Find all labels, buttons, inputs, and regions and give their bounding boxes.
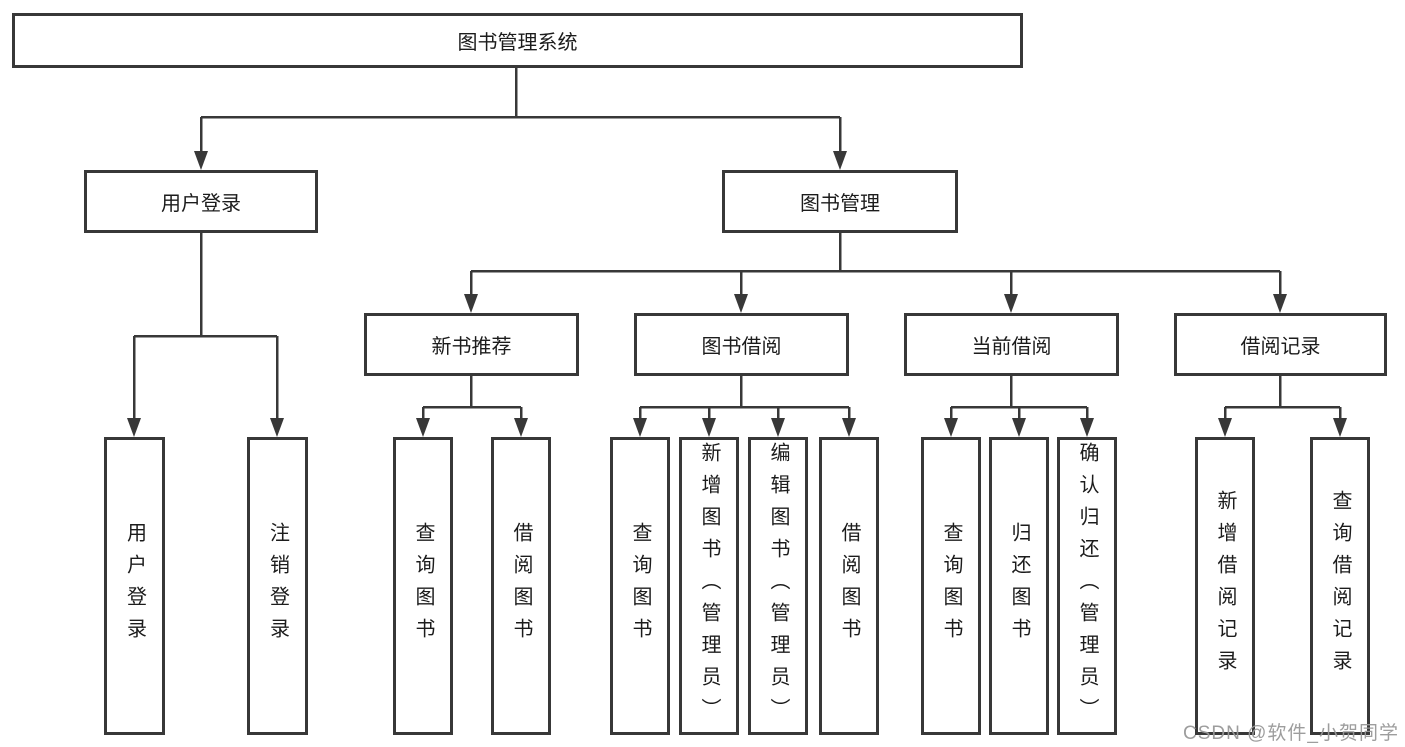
node-book-management: 图书管理 bbox=[722, 170, 958, 233]
node-current-borrow: 当前借阅 bbox=[904, 313, 1119, 376]
leaf-confirm-return-admin: 确认归还（管理员） bbox=[1057, 437, 1117, 735]
leaf-return-book-label: 归还图书 bbox=[1008, 522, 1030, 650]
leaf-confirm-return-admin-label: 确认归还（管理员） bbox=[1076, 442, 1098, 730]
leaf-user-login: 用户登录 bbox=[104, 437, 165, 735]
leaf-return-book: 归还图书 bbox=[989, 437, 1049, 735]
leaf-edit-book-admin-label: 编辑图书（管理员） bbox=[767, 442, 789, 730]
arrowheads bbox=[127, 151, 1347, 437]
leaf-logout: 注销登录 bbox=[247, 437, 308, 735]
leaf-query-books-borrow-label: 查询图书 bbox=[629, 522, 651, 650]
leaf-borrow-books: 借阅图书 bbox=[819, 437, 879, 735]
node-user-login: 用户登录 bbox=[84, 170, 318, 233]
leaf-query-borrow-record-label: 查询借阅记录 bbox=[1329, 490, 1351, 682]
node-borrow-records: 借阅记录 bbox=[1174, 313, 1387, 376]
node-book-borrow: 图书借阅 bbox=[634, 313, 849, 376]
leaf-borrow-books-recommend: 借阅图书 bbox=[491, 437, 551, 735]
leaf-borrow-books-recommend-label: 借阅图书 bbox=[510, 522, 532, 650]
leaf-add-borrow-record-label: 新增借阅记录 bbox=[1214, 490, 1236, 682]
leaf-logout-label: 注销登录 bbox=[266, 522, 289, 650]
leaf-borrow-books-label: 借阅图书 bbox=[838, 522, 860, 650]
leaf-add-book-admin: 新增图书（管理员） bbox=[679, 437, 739, 735]
leaf-query-books-recommend: 查询图书 bbox=[393, 437, 453, 735]
leaf-add-book-admin-label: 新增图书（管理员） bbox=[698, 442, 720, 730]
leaf-query-borrow-record: 查询借阅记录 bbox=[1310, 437, 1370, 735]
leaf-edit-book-admin: 编辑图书（管理员） bbox=[748, 437, 808, 735]
node-library-management-system: 图书管理系统 bbox=[12, 13, 1023, 68]
leaf-query-books-borrow: 查询图书 bbox=[610, 437, 670, 735]
leaf-query-books-current-label: 查询图书 bbox=[940, 522, 962, 650]
leaf-add-borrow-record: 新增借阅记录 bbox=[1195, 437, 1255, 735]
node-new-book-recommend: 新书推荐 bbox=[364, 313, 579, 376]
csdn-watermark: CSDN @软件_小贺同学 bbox=[1183, 723, 1399, 744]
leaf-query-books-recommend-label: 查询图书 bbox=[412, 522, 434, 650]
leaf-query-books-current: 查询图书 bbox=[921, 437, 981, 735]
leaf-user-login-label: 用户登录 bbox=[123, 522, 146, 650]
